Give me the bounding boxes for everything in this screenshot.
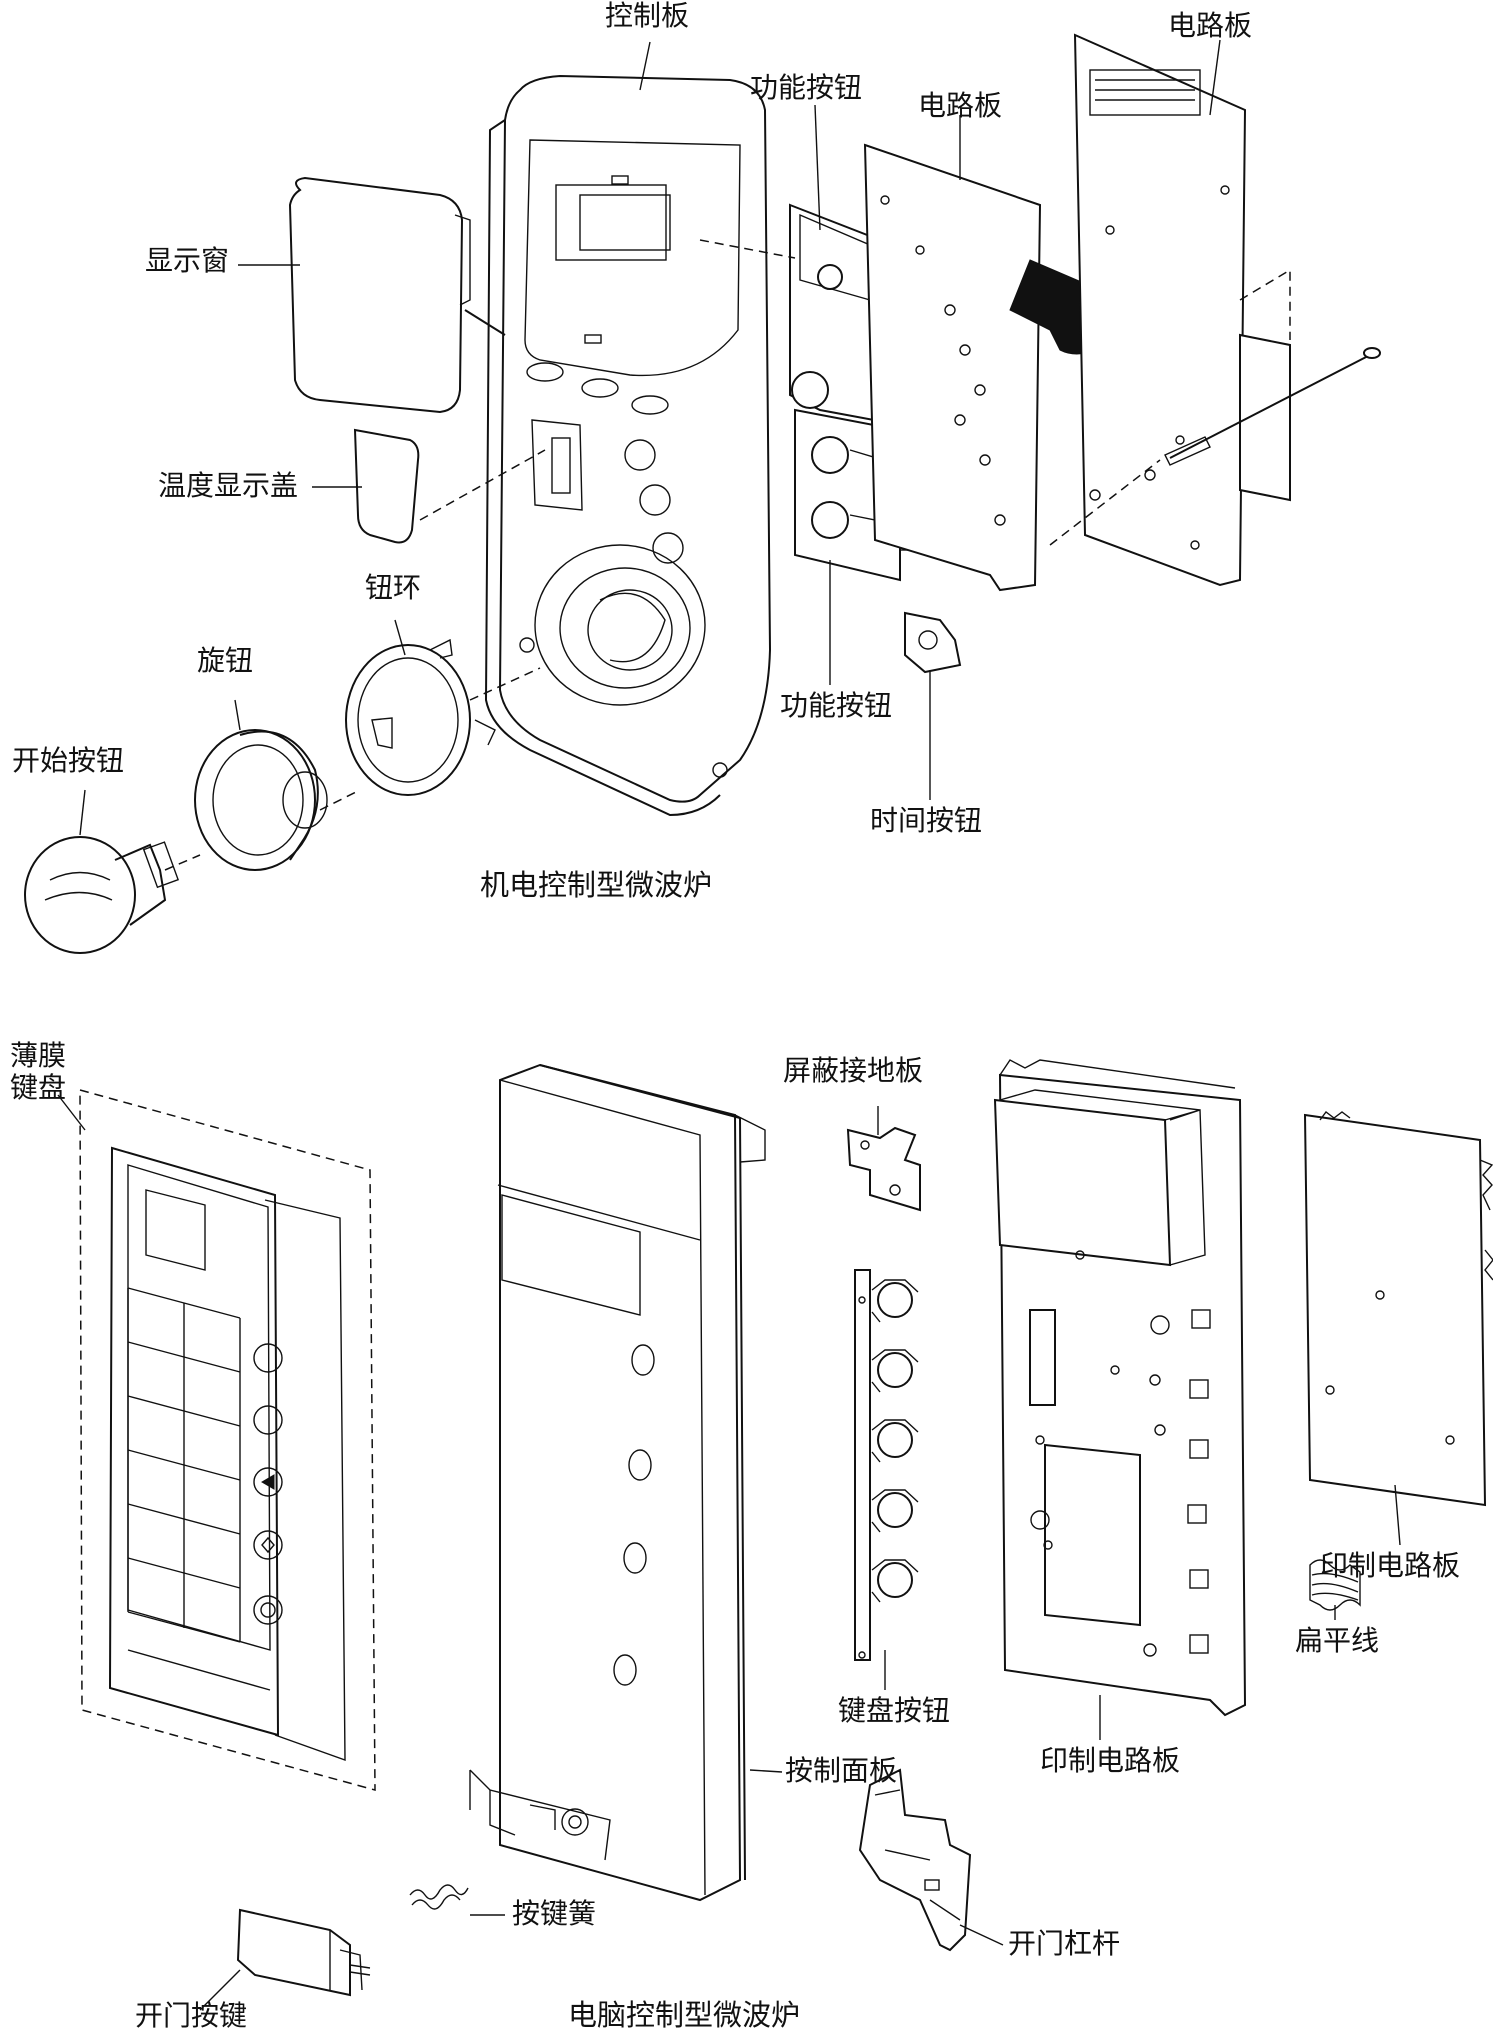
label-time-button: 时间按钮 <box>870 804 983 837</box>
keypad-button-5 <box>871 1559 919 1603</box>
caption-top: 机电控制型微波炉 <box>480 868 713 902</box>
label-function-button-top: 功能按钮 <box>750 71 863 104</box>
keypad-button-3 <box>871 1419 919 1463</box>
bottom-shield-ground-plate <box>846 1126 921 1212</box>
bottom-keypad-buttons <box>854 1269 919 1661</box>
top-time-button <box>904 611 962 674</box>
top-circuit-board-mid <box>863 143 1106 592</box>
label-shield-ground-plate: 屏蔽接地板 <box>783 1054 924 1087</box>
bottom-flat-cable <box>1309 1559 1361 1611</box>
bottom-membrane-keypad <box>79 1089 376 1791</box>
label-keypad-buttons: 键盘按钮 <box>838 1694 951 1727</box>
top-circuit-board-right <box>1073 33 1291 587</box>
keypad-button-2 <box>871 1349 919 1393</box>
top-screw <box>1049 347 1381 546</box>
caption-bottom: 电脑控制型微波炉 <box>568 1998 801 2032</box>
top-knob-ring <box>345 638 496 796</box>
label-flat-cable: 扁平线 <box>1295 1624 1380 1657</box>
label-pcb-right: 印制电路板 <box>1320 1549 1461 1582</box>
top-control-board <box>484 74 772 817</box>
keypad-key-grid <box>127 1287 283 1643</box>
bottom-control-panel <box>469 1063 766 1902</box>
label-control-panel: 按制面板 <box>785 1754 898 1787</box>
bottom-door-key <box>236 1908 371 1997</box>
top-leader-lines <box>79 39 1221 836</box>
label-function-button-bottom: 功能按钮 <box>780 689 893 722</box>
label-door-key: 开门按键 <box>135 1999 248 2032</box>
bottom-door-lever <box>858 1768 972 1952</box>
label-pcb-center: 印制电路板 <box>1040 1744 1181 1777</box>
bottom-leader-lines <box>57 1094 1401 2011</box>
label-circuit-board-right: 电路板 <box>1168 9 1253 42</box>
label-display-window: 显示窗 <box>145 244 230 277</box>
keypad-button-1 <box>871 1279 919 1323</box>
bottom-pcb-center <box>993 1059 1247 1717</box>
label-key-spring: 按键簧 <box>512 1897 597 1930</box>
top-start-button <box>24 836 180 954</box>
top-assembly-axis <box>164 667 541 871</box>
label-circuit-board-mid: 电路板 <box>918 89 1003 122</box>
top-temp-display-cover <box>353 428 546 544</box>
bottom-key-spring <box>409 1884 469 1910</box>
keypad-button-4 <box>871 1489 919 1533</box>
label-temp-display-cover: 温度显示盖 <box>158 469 299 502</box>
label-door-lever: 开门杠杆 <box>1008 1927 1121 1960</box>
label-knob-ring: 钮环 <box>365 571 422 604</box>
bottom-pcb-right <box>1303 1111 1493 1507</box>
label-start-button: 开始按钮 <box>12 744 125 777</box>
top-display-window <box>288 176 506 414</box>
top-knob <box>194 729 328 871</box>
label-control-board: 控制板 <box>605 0 690 32</box>
label-membrane-keypad: 薄膜 键盘 <box>10 1039 67 1104</box>
label-knob: 旋钮 <box>197 644 254 677</box>
